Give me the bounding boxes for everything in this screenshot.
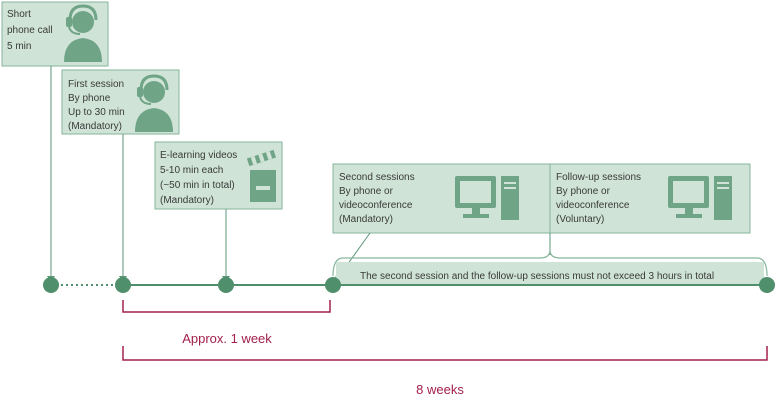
timeline-node-second-session (325, 277, 341, 293)
computer-icon (455, 176, 519, 220)
box-short-call: Short phone call 5 min (1, 1, 109, 67)
box-followup-sessions-line-4: (Voluntary) (556, 214, 604, 225)
box-second-sessions-line-1: Second sessions (339, 172, 415, 183)
box-followup-sessions: Follow-up sessions By phone or videoconf… (549, 163, 751, 234)
computer-icon (668, 176, 732, 220)
bracket-week1: Approx. 1 week (122, 300, 331, 346)
box-elearning-line-4: (Mandatory) (160, 195, 214, 206)
box-followup-sessions-line-3: videoconference (556, 200, 630, 211)
box-second-sessions-line-3: videoconference (339, 200, 413, 211)
bracket-week1-label: Approx. 1 week (182, 331, 272, 346)
span-brace (332, 249, 768, 277)
box-second-sessions-line-4: (Mandatory) (339, 214, 393, 225)
timeline-node-end (759, 277, 775, 293)
box-first-session: First session By phone Up to 30 min (Man… (61, 69, 180, 135)
box-elearning: E-learning videos 5-10 min each (~50 min… (154, 141, 283, 210)
box-first-session-line-4: (Mandatory) (68, 121, 122, 132)
box-short-call-line-3: 5 min (7, 41, 31, 52)
box-second-sessions-line-2: By phone or (339, 186, 394, 197)
box-elearning-line-1: E-learning videos (160, 150, 237, 161)
timeline (43, 277, 775, 293)
box-elearning-line-2: 5-10 min each (160, 165, 223, 176)
headset-person-icon (135, 74, 173, 132)
timeline-node-first-session (115, 277, 131, 293)
span-note: The second session and the follow-up ses… (360, 271, 714, 282)
box-first-session-line-1: First session (68, 79, 124, 90)
box-followup-sessions-line-1: Follow-up sessions (556, 172, 641, 183)
bracket-8-weeks: 8 weeks (122, 346, 768, 397)
box-first-session-line-2: By phone (68, 93, 111, 104)
headset-person-icon (64, 4, 102, 62)
box-elearning-line-3: (~50 min in total) (160, 180, 235, 191)
bracket-8-weeks-label: 8 weeks (416, 382, 464, 397)
box-followup-sessions-line-2: By phone or (556, 186, 611, 197)
timeline-node-short-call (43, 277, 59, 293)
box-short-call-line-2: phone call (7, 25, 53, 36)
box-short-call-line-1: Short (7, 9, 31, 20)
box-first-session-line-3: Up to 30 min (68, 107, 125, 118)
clapperboard-icon (246, 149, 277, 202)
box-second-sessions: Second sessions By phone or videoconfere… (332, 163, 551, 234)
timeline-node-elearning (218, 277, 234, 293)
